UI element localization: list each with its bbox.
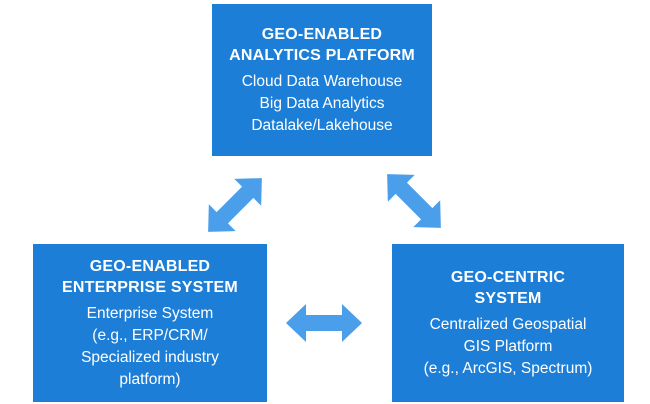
analytics-platform-title: GEO-ENABLED ANALYTICS PLATFORM [229,25,415,64]
analytics-platform-box: GEO-ENABLED ANALYTICS PLATFORM Cloud Dat… [212,4,432,156]
enterprise-line-1: Enterprise System [86,304,214,322]
geocentric-system-box: GEO-CENTRIC SYSTEM Centralized Geospatia… [392,244,624,402]
enterprise-system-box: GEO-ENABLED ENTERPRISE SYSTEM Enterprise… [33,244,267,402]
arrow-analytics-geocentric-icon [387,174,441,228]
enterprise-line-2: (e.g., ERP/CRM/ [92,326,208,344]
arrow-analytics-enterprise-icon [208,178,262,232]
analytics-line-2: Big Data Analytics [259,94,385,112]
geocentric-system-title: GEO-CENTRIC SYSTEM [450,268,566,307]
analytics-line-1: Cloud Data Warehouse [241,72,403,90]
analytics-line-3: Datalake/Lakehouse [251,116,393,134]
geocentric-line-3: (e.g., ArcGIS, Spectrum) [423,359,593,377]
arrow-enterprise-geocentric-icon [286,304,362,342]
enterprise-system-title: GEO-ENABLED ENTERPRISE SYSTEM [62,257,238,296]
enterprise-line-4: platform) [119,370,181,388]
enterprise-line-3: Specialized industry [81,348,219,366]
geocentric-line-1: Centralized Geospatial [429,315,587,333]
geocentric-line-2: GIS Platform [463,337,553,355]
